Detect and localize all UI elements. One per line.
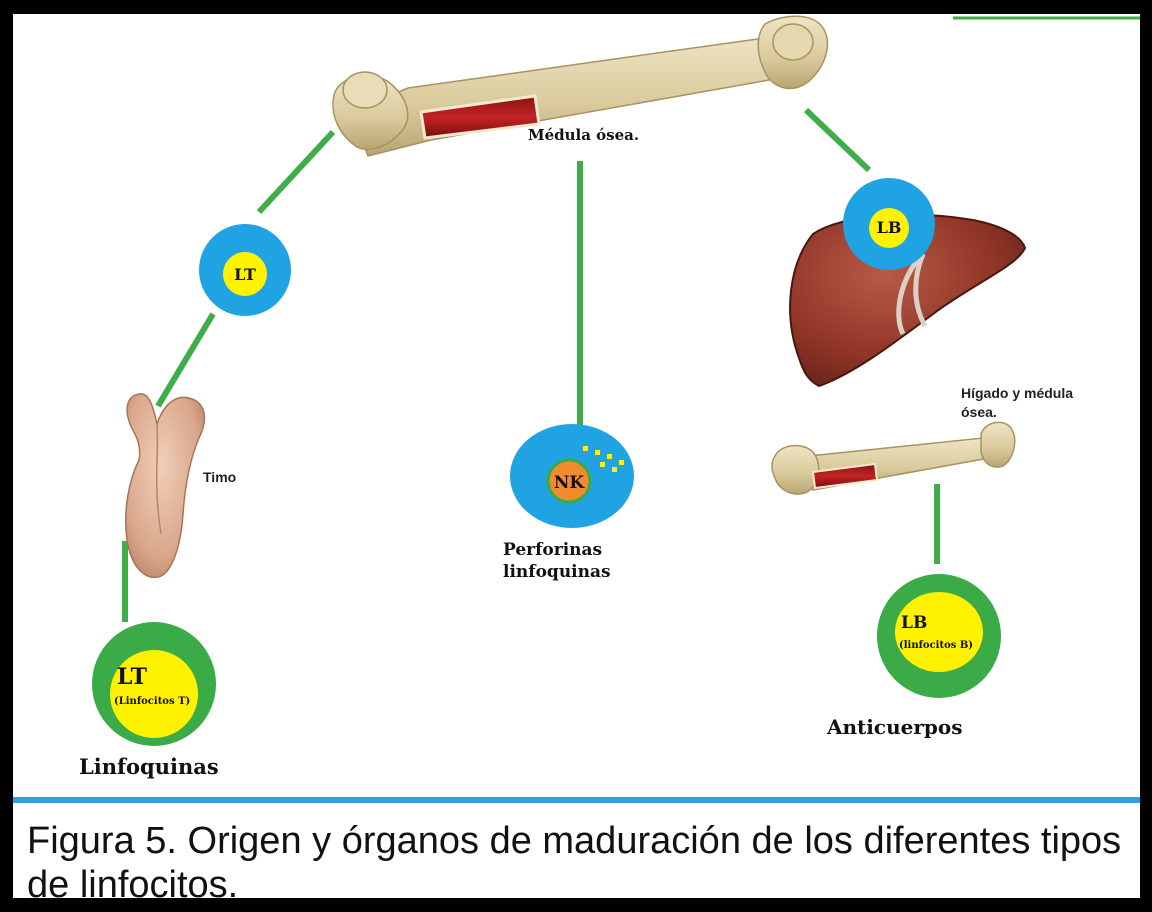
- lb-mature-cell: [877, 574, 1001, 698]
- liver-label-line2: ósea.: [961, 404, 997, 420]
- lymphocyte-origin-diagram: Médula ósea. LT LB Timo Hígado y médula …: [13, 14, 1140, 804]
- lt-precursor-label: LT: [234, 265, 256, 284]
- thymus-label: Timo: [203, 469, 236, 485]
- figure-panel: Médula ósea. LT LB Timo Hígado y médula …: [13, 14, 1140, 898]
- nk-products-line2: linfoquinas: [503, 562, 611, 582]
- connector-bone-to-lt: [259, 132, 333, 212]
- lt-mature-label: LT: [117, 664, 148, 690]
- bone-marrow-label: Médula ósea.: [528, 126, 639, 144]
- lb-precursor-label: LB: [877, 218, 902, 237]
- nk-products-line1: Perforinas: [503, 540, 602, 560]
- figure-caption: Figura 5. Origen y órganos de maduración…: [27, 819, 1137, 898]
- small-femur-illustration: [772, 422, 1015, 494]
- liver-label-line1: Hígado y médula: [961, 385, 1073, 401]
- connector-lt-to-thymus: [158, 314, 213, 406]
- lb-mature-sublabel: (linfocitos B): [899, 640, 973, 651]
- lt-mature-cell: [92, 622, 216, 746]
- lt-products-label: Linfoquinas: [79, 754, 219, 779]
- connector-bone-to-lb: [806, 110, 869, 170]
- lb-mature-label: LB: [901, 613, 927, 633]
- caption-divider: [13, 797, 1140, 803]
- nk-label: NK: [554, 473, 586, 493]
- thymus-illustration: [126, 394, 205, 577]
- lb-products-label: Anticuerpos: [826, 715, 962, 739]
- lt-mature-sublabel: (Linfocitos T): [114, 696, 190, 707]
